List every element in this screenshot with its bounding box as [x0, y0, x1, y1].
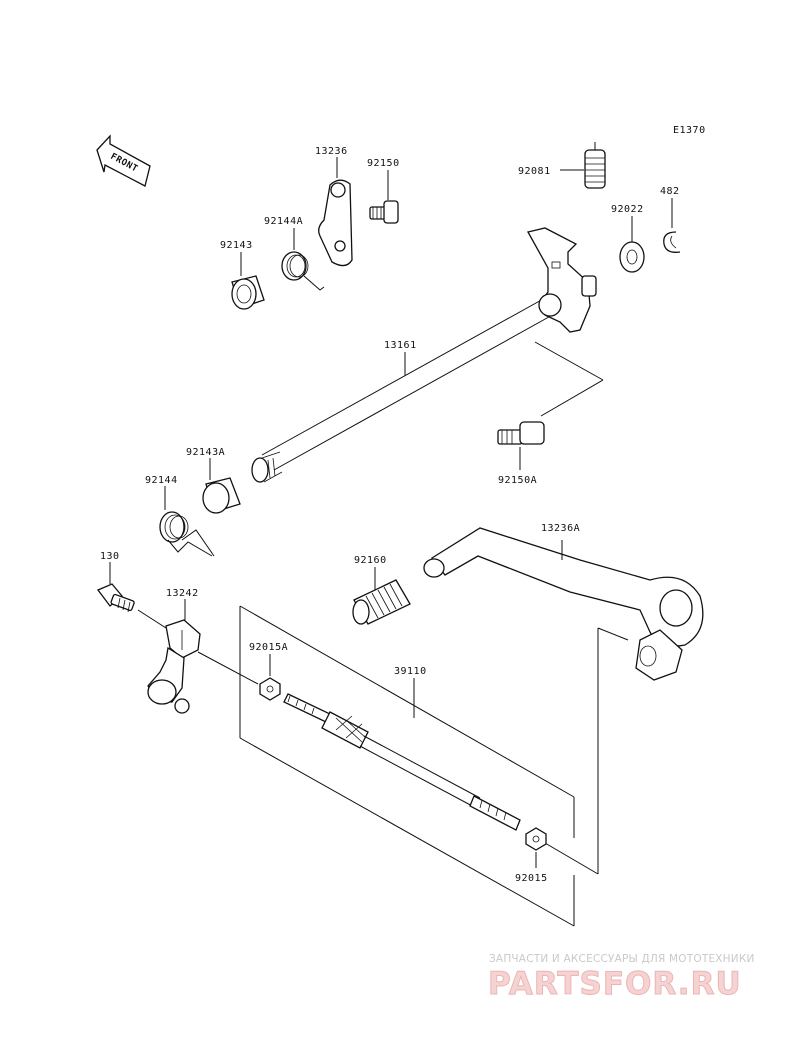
label-92150: 92150: [367, 158, 400, 169]
label-92143: 92143: [220, 240, 253, 251]
label-482: 482: [660, 186, 680, 197]
part-39110-drawing: [283, 693, 521, 831]
part-92150a-drawing: [497, 421, 545, 445]
part-92143-drawing: [231, 275, 265, 310]
front-arrow-icon: FRONT: [96, 134, 151, 187]
rod-assembly-frame: [239, 605, 629, 927]
label-13161: 13161: [384, 340, 417, 351]
part-13236-drawing: [318, 179, 353, 267]
leader-130-b: [137, 609, 167, 629]
watermark-tagline: ЗАПЧАСТИ И АКСЕССУАРЫ ДЛЯ МОТОТЕХНИКИ: [489, 953, 755, 965]
part-92160-drawing: [352, 579, 411, 625]
part-92144-drawing: [159, 511, 215, 557]
label-130: 130: [100, 551, 120, 562]
label-92015a: 92015A: [249, 642, 288, 653]
diagram-code: E1370: [673, 125, 706, 136]
label-13242: 13242: [166, 588, 199, 599]
label-92081: 92081: [518, 166, 551, 177]
watermark-logo: PARTSFOR.RU: [488, 966, 742, 1003]
part-130-drawing: [96, 583, 135, 613]
label-92160: 92160: [354, 555, 387, 566]
part-13161-drawing: [251, 227, 597, 483]
part-92081-drawing: [584, 142, 606, 189]
part-92150-drawing: [369, 200, 399, 224]
part-13236a-drawing: [423, 527, 704, 681]
label-92022: 92022: [611, 204, 644, 215]
label-13236a: 13236A: [541, 523, 580, 534]
label-92143a: 92143A: [186, 447, 225, 458]
leader-13242-b: [197, 651, 259, 685]
bracket-line-92150a-1: [534, 341, 604, 381]
label-39110: 39110: [394, 666, 427, 677]
part-92015-drawing: [525, 827, 547, 851]
bracket-line-92150a-2: [540, 379, 604, 417]
part-13242-drawing: [147, 619, 201, 714]
part-92015a-drawing: [259, 677, 281, 701]
part-92144a-drawing: [281, 251, 325, 291]
label-92015: 92015: [515, 873, 548, 884]
label-92144a: 92144A: [264, 216, 303, 227]
part-92022-drawing: [619, 241, 645, 273]
part-482-drawing: [663, 231, 681, 253]
part-92143a-drawing: [202, 477, 241, 514]
label-92150a: 92150A: [498, 475, 537, 486]
label-92144: 92144: [145, 475, 178, 486]
label-13236: 13236: [315, 146, 348, 157]
